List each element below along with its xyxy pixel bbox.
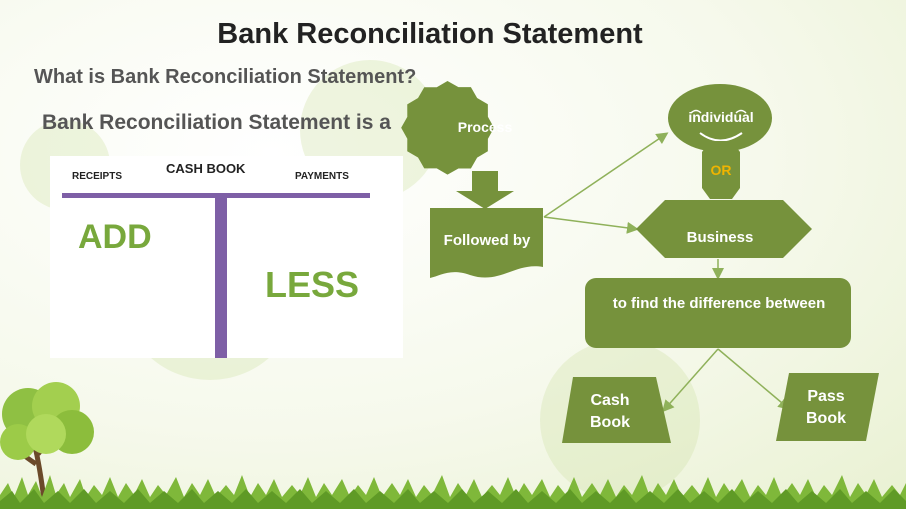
cash-book-t-account: RECEIPTS CASH BOOK PAYMENTS ADD LESS	[50, 156, 403, 358]
cash-book-line1: Cash	[590, 392, 630, 409]
receipts-header: RECEIPTS	[72, 171, 123, 182]
arrow-to-individual	[543, 132, 669, 218]
arrow-to-pass-book	[717, 348, 791, 410]
followed-by-label: Followed by	[443, 232, 531, 249]
business-hexagon-shape	[636, 200, 812, 258]
or-label: OR	[710, 162, 732, 178]
cash-book-line2: Book	[590, 414, 630, 431]
arrow-to-business	[543, 216, 639, 234]
individual-smiley-shape	[668, 84, 772, 152]
t-account-vertical-bar	[215, 198, 227, 358]
cash-book-label: Cash Book	[576, 390, 644, 434]
cash-book-trapezoid	[562, 377, 671, 443]
slide-question: What is Bank Reconciliation Statement?	[34, 66, 417, 88]
pass-book-label: Pass Book	[792, 386, 860, 430]
business-label: Business	[686, 229, 754, 246]
tree-illustration	[0, 382, 94, 501]
grass-border	[0, 475, 906, 509]
smiley-right-eye	[735, 109, 747, 114]
pass-book-line1: Pass	[807, 388, 845, 405]
down-block-arrow	[456, 171, 514, 209]
payments-header: PAYMENTS	[295, 171, 349, 182]
difference-rounded-rect	[585, 278, 851, 348]
pass-book-line2: Book	[806, 410, 846, 427]
process-seal-shape	[401, 81, 495, 175]
t-account-horizontal-bar	[62, 193, 370, 198]
process-label: Process	[457, 119, 513, 135]
arrow-to-cash-book	[662, 348, 719, 413]
followed-by-document-shape	[430, 208, 543, 278]
smiley-left-eye	[690, 109, 702, 114]
less-label: LESS	[265, 264, 360, 305]
slide-title: Bank Reconciliation Statement	[217, 18, 643, 50]
difference-label: to find the difference between	[612, 295, 826, 312]
individual-label: individual	[688, 109, 754, 125]
or-octagon-shape	[702, 141, 740, 199]
add-label: ADD	[78, 218, 152, 256]
pass-book-parallelogram	[776, 373, 879, 441]
definition-intro: Bank Reconciliation Statement is a	[42, 111, 391, 134]
cash-book-title: CASH BOOK	[166, 161, 246, 176]
smiley-mouth	[699, 132, 743, 142]
